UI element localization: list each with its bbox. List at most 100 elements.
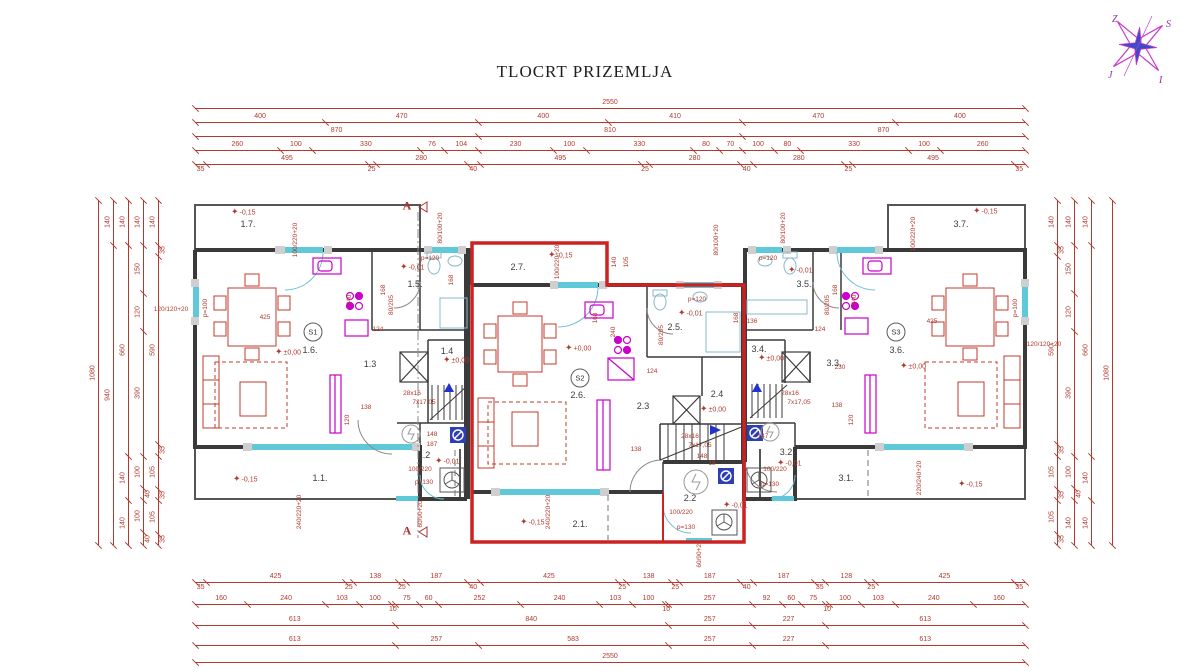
dimension-label: 840: [525, 616, 538, 623]
dimension-label: 330: [633, 141, 646, 148]
level-star-icon: ✦: [520, 516, 528, 527]
vent-shafts: [399, 351, 811, 425]
dimension-line: [195, 625, 1025, 626]
dimension-label: 150: [134, 262, 142, 275]
dimension-label: 160: [215, 595, 227, 602]
kitchen-unit1: [312, 257, 369, 434]
dimension-label: 257: [703, 595, 716, 602]
dimension-label: 425: [269, 573, 282, 580]
compass-star-outer: [1113, 21, 1163, 71]
level-marker: ✦-0,15: [548, 250, 573, 261]
level-marker: ✦-0,01: [678, 308, 703, 319]
plan-dimension-annotation: 240: [609, 326, 617, 338]
plan-dimension-annotation: 124: [646, 367, 658, 375]
dimension-label: 92: [762, 595, 771, 602]
level-star-icon: ✦: [400, 261, 408, 272]
terrace-walls: [194, 204, 1026, 500]
dimension-line: [195, 108, 1025, 109]
plan-dimension-annotation: p=100: [1011, 298, 1019, 318]
duct-icon: [450, 427, 466, 443]
dimension-label: 120: [1065, 305, 1073, 318]
dimension-label: 280: [688, 155, 701, 162]
level-value: ±0,00: [708, 406, 727, 414]
plan-dimension-annotation: 80/100+20: [779, 212, 787, 244]
level-value: -0,01: [796, 267, 813, 275]
level-marker: ✦±0,00: [275, 347, 301, 358]
dimension-label: 140: [119, 472, 127, 484]
level-value: ±0,00: [451, 357, 470, 365]
plan-dimension-annotation: 105: [622, 256, 630, 268]
dimension-label: 25: [367, 166, 376, 173]
dimension-label: 100: [563, 141, 576, 148]
room-label: 1.2: [417, 450, 431, 460]
plan-dimension-annotation: 148: [426, 430, 438, 438]
level-marker: ✦-0,15: [233, 474, 258, 485]
dimension-label: 140: [1065, 516, 1073, 529]
dimension-label: 100: [752, 141, 764, 148]
dimension-label: 660: [119, 344, 127, 356]
compass-west-label: Z: [1112, 14, 1118, 25]
dimension-label: 140: [1065, 216, 1073, 229]
dimension-label: 613: [919, 636, 932, 643]
room-label: 2.5.: [667, 322, 683, 332]
room-label: 1.5.: [407, 279, 423, 289]
plan-dimension-annotation: 120: [343, 414, 351, 426]
plan-dimension-annotation: 124: [372, 325, 384, 333]
plan-dimension-annotation: 240: [345, 294, 353, 306]
dimension-label: 105: [1048, 466, 1056, 479]
plan-dimension-annotation: 168: [447, 274, 455, 286]
dimension-label: 613: [288, 616, 301, 623]
compass-north-label: S: [1166, 19, 1171, 30]
stair-direction-arrow: [752, 383, 762, 392]
dimension-label: 2550: [602, 653, 618, 660]
dimension-label: 75: [402, 595, 411, 602]
plan-dimension-annotation: 100/220+20: [909, 216, 917, 252]
plan-dimension-annotation: 120/120+20: [153, 305, 189, 313]
dimension-label: 940: [104, 389, 112, 401]
level-marker: ✦-0,01: [400, 262, 425, 273]
dimension-label: 330: [360, 141, 372, 148]
dimension-label: 260: [231, 141, 244, 148]
level-value: -0,01: [731, 502, 748, 510]
room-label: 1.3: [363, 359, 377, 369]
plan-dimension-annotation: 240/220+20: [544, 494, 552, 530]
water-heaters: [401, 422, 780, 495]
plan-dimension-annotation: p=130: [760, 480, 780, 488]
plan-dimension-annotation: 124: [814, 325, 826, 333]
dimension-label: 40: [742, 584, 751, 591]
level-star-icon: ✦: [723, 499, 731, 510]
compass-east-label: I: [1158, 75, 1163, 86]
plan-dimension-annotation: p=130: [676, 523, 696, 531]
plan-dimension-annotation: 168: [831, 284, 839, 296]
plan-dimension-annotation: 80/205: [387, 295, 395, 315]
dimension-label: 105: [149, 466, 157, 479]
kitchen-fixtures: [312, 257, 892, 471]
dimension-label: 128: [840, 573, 853, 580]
room-label: 1.1.: [312, 473, 328, 483]
unit-badge: S3: [886, 322, 906, 342]
plan-dimension-annotation: 120: [847, 414, 855, 426]
dimension-label: 390: [1065, 387, 1073, 400]
level-value: -0,15: [528, 519, 545, 527]
dimension-label: 425: [543, 573, 555, 580]
level-star-icon: ✦: [565, 342, 573, 353]
dimension-label: 10: [823, 606, 831, 613]
room-label: 1.7.: [240, 219, 256, 229]
plan-dimension-annotation: 138: [630, 445, 642, 453]
page-title: TLOCRT PRIZEMLJA: [496, 62, 674, 81]
dimension-label: 35: [1015, 584, 1024, 591]
dimension-label: 35: [1058, 490, 1066, 499]
plan-dimension-annotation: 240/220+20: [295, 494, 303, 530]
dimension-line: [195, 662, 1025, 663]
dimension-label: 60: [787, 595, 796, 602]
dimension-label: 140: [1048, 216, 1056, 229]
dimension-line: [195, 164, 1025, 165]
dimension-label: 25: [397, 584, 406, 591]
dimension-label: 35: [196, 584, 205, 591]
dimension-label: 495: [554, 155, 567, 162]
level-value: ±0,00: [908, 363, 927, 371]
plan-dimension-annotation: 425: [926, 317, 938, 325]
dimension-label: 35: [159, 246, 167, 255]
dimension-label: 40: [469, 584, 478, 591]
